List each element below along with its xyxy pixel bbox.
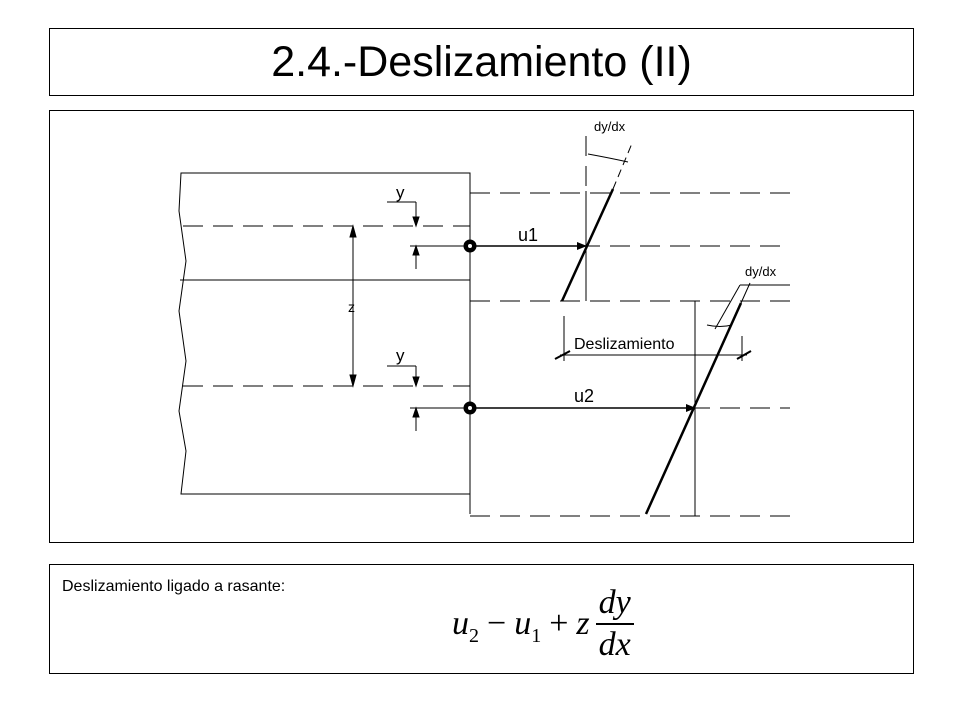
leader-dydx-right <box>714 284 741 330</box>
connector-nodes <box>463 239 477 415</box>
node-top-center <box>468 244 472 248</box>
label-dydx-right: dy/dx <box>745 264 777 279</box>
rotated-sections <box>560 140 790 515</box>
label-z: z <box>348 299 355 315</box>
slope-line-top <box>560 188 615 302</box>
dashed-references <box>183 136 790 517</box>
label-dydx-top: dy/dx <box>594 119 626 134</box>
formula-plus: + <box>549 605 569 642</box>
z-arrow-bottom <box>349 374 357 388</box>
z-dimension <box>349 224 357 388</box>
slip-formula: u2 − u1 + z dy dx <box>452 583 634 665</box>
y-bottom-arrow-lower <box>412 406 420 418</box>
formula-caption: Deslizamiento ligado a rasante: <box>62 578 286 595</box>
reference-verticals <box>585 191 696 516</box>
angle-arc-top <box>587 153 629 163</box>
y-bottom-arrow <box>412 376 420 388</box>
label-deslizamiento: Deslizamiento <box>574 336 675 353</box>
formula-panel: Deslizamiento ligado a rasante: u2 − u1 … <box>49 564 914 674</box>
formula-numerator: dy <box>595 583 634 625</box>
slip-dimension <box>554 316 752 361</box>
y-top-arrow <box>412 216 420 228</box>
page-title: 2.4.-Deslizamiento (II) <box>271 37 692 86</box>
beam-section <box>178 172 471 495</box>
diagram-panel: dy/dx dy/dx y y z u1 u2 Deslizamiento <box>49 110 914 543</box>
slip-tick-left <box>554 350 571 360</box>
title-panel: 2.4.-Deslizamiento (II) <box>49 28 914 96</box>
formula-u1: u1 <box>514 605 542 647</box>
formula-denominator: dx <box>598 626 631 663</box>
z-arrow-top <box>349 224 357 238</box>
diagram-labels: dy/dx dy/dx y y z u1 u2 Deslizamiento <box>348 119 777 406</box>
label-u2: u2 <box>574 386 594 406</box>
slip-tick-right <box>736 350 752 360</box>
slope-extension-bottom <box>740 282 751 304</box>
label-y-top: y <box>396 183 405 202</box>
slope-extension-top <box>612 140 634 190</box>
angle-arc-bottom <box>706 324 733 327</box>
node-bottom-center <box>468 406 472 410</box>
formula-minus: − <box>487 605 507 642</box>
displacement-arrows <box>475 242 696 412</box>
label-y-bottom: y <box>396 346 405 365</box>
label-u1: u1 <box>518 225 538 245</box>
y-top-arrow-lower <box>412 244 420 256</box>
y-offset-marks <box>387 201 470 431</box>
formula-fraction: dy dx <box>595 583 634 665</box>
beam-outline <box>178 172 471 495</box>
formula-z: z <box>576 605 590 642</box>
formula-u2: u2 <box>452 605 479 647</box>
slip-diagram: dy/dx dy/dx y y z u1 u2 Deslizamiento <box>178 119 790 517</box>
